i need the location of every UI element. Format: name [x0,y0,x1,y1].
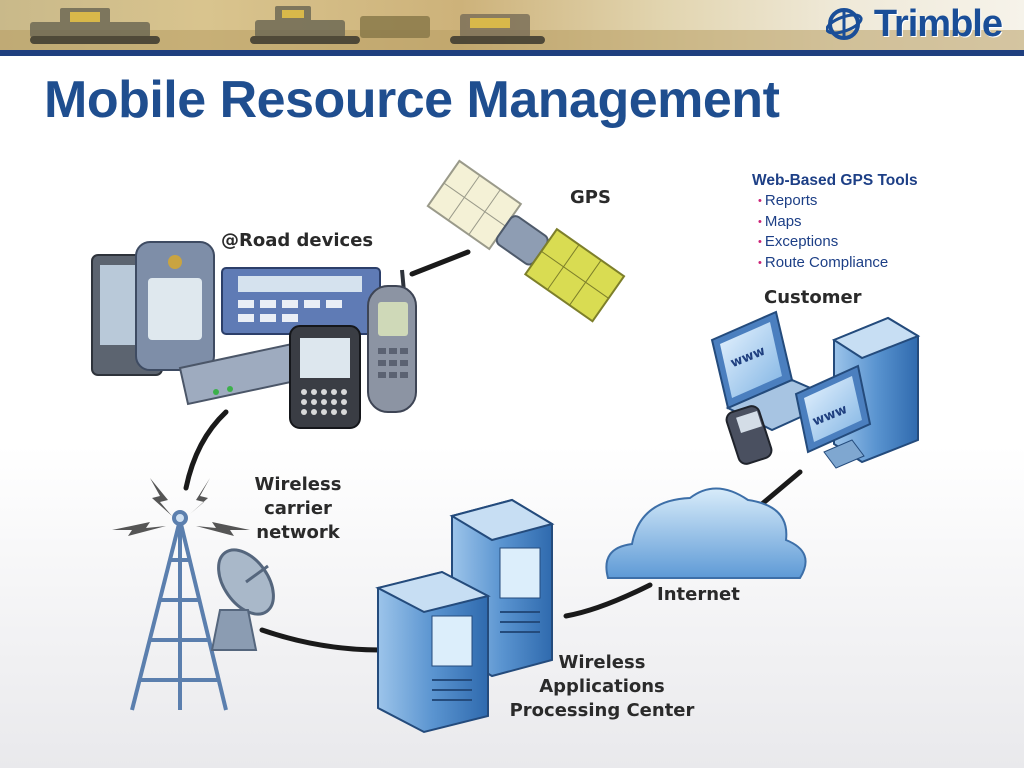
connector-servers-internet [563,582,653,619]
wireless-network-line: carrier [264,498,332,519]
processing-center-line: Processing Center [509,700,695,721]
connector-tower-servers [259,627,383,653]
connector-devices-gps [409,249,471,277]
banner-divider [0,50,1024,56]
wireless-network-line: network [256,522,340,543]
connector-lines [183,249,803,653]
logo-wordmark: Trimble [873,2,1003,45]
gps-label: GPS [570,187,611,208]
processing-center-label: Wireless Applications Processing Center [498,651,706,723]
web-tool-reports: Reports [764,192,818,209]
slide-title: Mobile Resource Management [44,71,780,129]
customer-computers-icon: www www [710,310,921,469]
brand-logo: Trimble [825,2,1003,45]
connector-devices-tower [183,409,229,491]
connector-internet-customer [759,469,803,507]
bullet-icon: • [758,236,762,248]
mobile-devices-icon [91,241,417,429]
wireless-tower-icon [130,510,228,711]
construction-photo [0,6,1024,50]
list-item: •Exceptions [758,232,918,253]
internet-cloud-icon [605,487,807,579]
internet-label: Internet [657,584,740,605]
web-tool-route-compliance: Route Compliance [764,253,889,271]
satellite-dish-icon [210,548,275,651]
processing-center-line: Applications [539,676,665,697]
web-tool-exceptions: Exceptions [764,233,839,250]
bullet-icon: • [758,256,762,269]
gps-satellite-icon [426,159,626,323]
list-item: •Route Compliance [758,253,918,274]
customer-label: Customer [764,287,862,308]
signal-bolt-icon [112,478,250,536]
devices-label: @Road devices [221,230,374,251]
server-cluster-icon [375,498,555,734]
wireless-network-label: Wireless carrier network [246,473,350,545]
wireless-network-line: Wireless [254,474,342,495]
web-tool-maps: Maps [764,212,802,230]
trimble-globe-icon [825,8,863,40]
bullet-icon: • [758,195,762,207]
web-tools-heading: Web-Based GPS Tools [752,172,918,189]
web-tools-list: •Reports •Maps •Exceptions •Route Compli… [752,191,918,273]
list-item: •Maps [758,212,918,233]
list-item: •Reports [758,191,918,212]
processing-center-line: Wireless [558,652,646,673]
web-tools-panel: Web-Based GPS Tools •Reports •Maps •Exce… [752,172,918,273]
bullet-icon: • [758,215,762,228]
header-banner: Trimble [0,0,1024,50]
